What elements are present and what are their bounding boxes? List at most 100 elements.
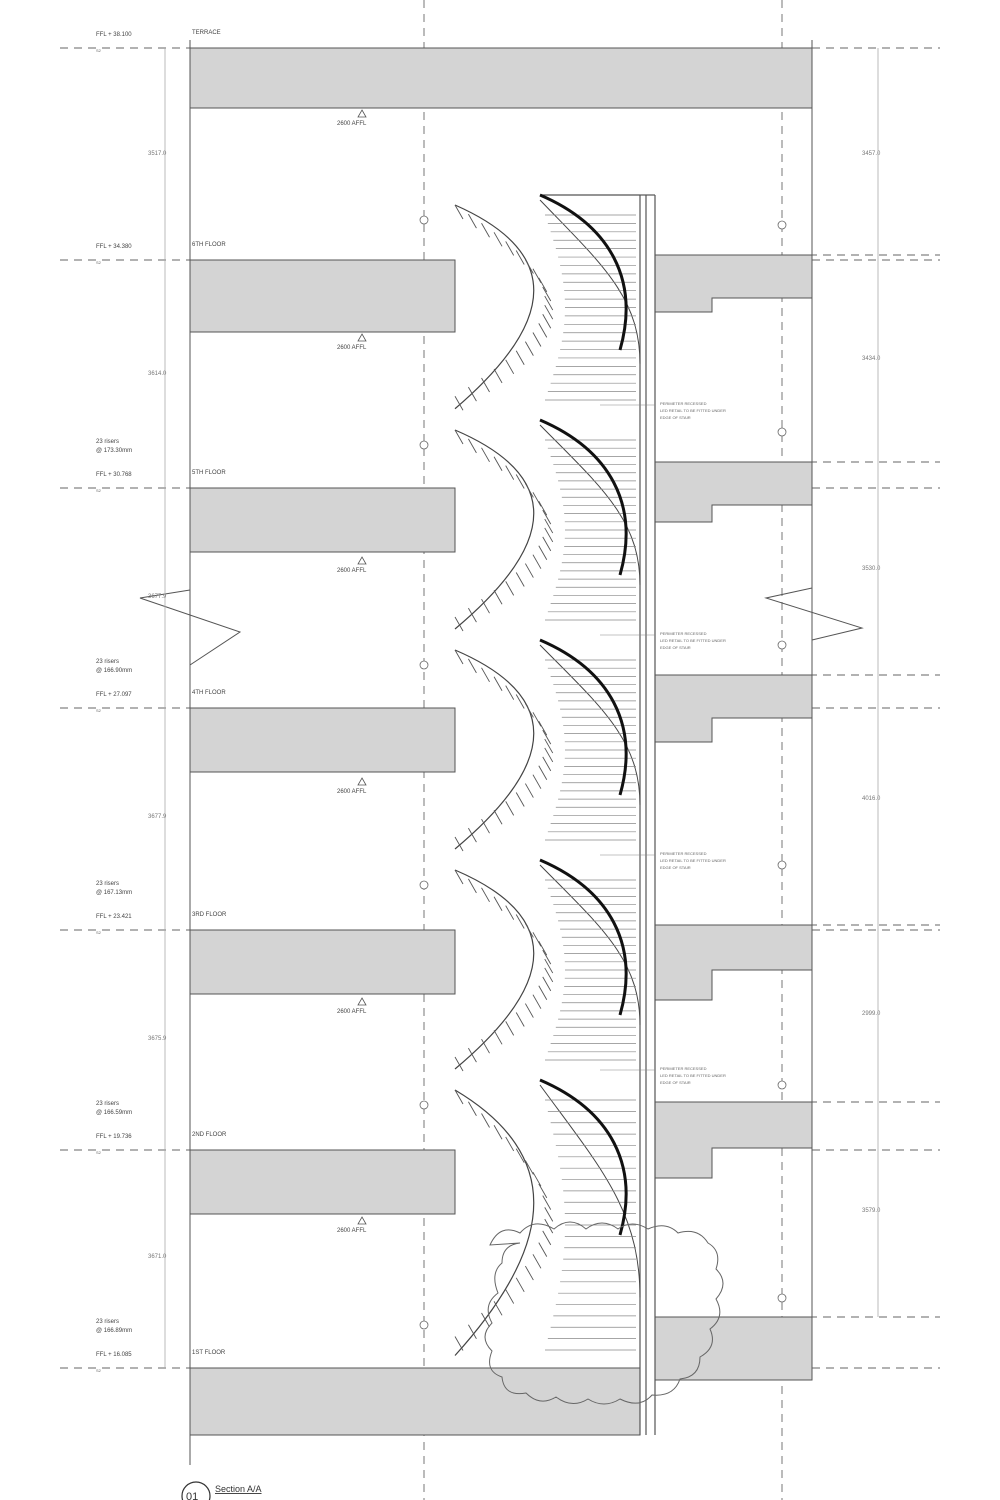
grid-bubble — [777, 1293, 787, 1303]
baluster — [481, 1312, 490, 1328]
baluster — [481, 667, 490, 683]
grid-bubble — [777, 427, 787, 437]
baluster — [481, 818, 490, 834]
baluster — [454, 429, 464, 445]
baluster — [505, 241, 515, 256]
baluster — [538, 501, 548, 516]
baluster — [524, 1003, 534, 1018]
core-slab — [654, 924, 813, 1001]
core-slab — [654, 1101, 813, 1179]
outer-stringer — [454, 869, 535, 1070]
baluster — [532, 994, 542, 1009]
baluster — [538, 545, 548, 560]
baluster — [468, 607, 477, 623]
baluster — [538, 985, 548, 1000]
baluster — [524, 1265, 534, 1281]
baluster — [481, 222, 490, 238]
dimension-right: 3579.0 — [862, 1208, 881, 1214]
baluster — [505, 1021, 515, 1036]
baluster — [515, 1012, 525, 1027]
ceiling-tag: 2600 AFFL — [337, 1009, 367, 1015]
ceiling-tag: 2600 AFFL — [337, 1228, 367, 1234]
ceiling-tag: 2600 AFFL — [337, 121, 367, 127]
level-name: 5TH FLOOR — [192, 470, 226, 476]
baluster — [468, 438, 477, 454]
baluster — [544, 527, 554, 543]
baluster — [493, 810, 503, 825]
baluster — [454, 616, 464, 632]
baluster — [532, 492, 542, 507]
baluster — [538, 765, 548, 780]
floor-slab — [189, 929, 456, 995]
baluster — [468, 1101, 477, 1116]
level-sub: S2 — [96, 930, 102, 935]
dimension-left: 3675.9 — [148, 1036, 167, 1042]
ceiling-tag-marker — [357, 556, 367, 565]
stair-core — [540, 194, 656, 1435]
baluster — [542, 1195, 552, 1210]
section-title: 01 Section A/A — [181, 1481, 262, 1500]
level-sub: S2 — [96, 48, 102, 53]
level-ffl: FFL + 34.380 — [96, 244, 132, 250]
inner-stringer — [539, 424, 641, 586]
baluster — [532, 1254, 542, 1269]
dimension-left: 3677.9 — [148, 594, 167, 600]
dimension-left: 3614.0 — [148, 371, 167, 377]
baluster — [544, 295, 554, 311]
baluster — [454, 649, 464, 665]
ceiling-tag-marker — [357, 1216, 367, 1225]
dimension-left: 3677.9 — [148, 814, 167, 820]
baluster — [481, 447, 490, 463]
baluster — [532, 268, 542, 283]
riser-height: @ 166.59mm — [96, 1110, 132, 1116]
level-ffl: FFL + 19.736 — [96, 1134, 132, 1140]
baluster — [538, 1183, 548, 1199]
helical-stair — [454, 193, 641, 1356]
stair-flight — [454, 1078, 641, 1356]
baluster — [515, 474, 525, 489]
baluster — [468, 658, 477, 674]
floor-slab — [189, 707, 456, 773]
baluster — [468, 1047, 477, 1063]
baluster — [538, 721, 548, 736]
riser-height: @ 167.13mm — [96, 890, 132, 896]
baluster — [468, 1324, 477, 1339]
ceiling-tag: 2600 AFFL — [337, 568, 367, 574]
floor-slabs — [189, 47, 813, 1436]
baluster — [524, 341, 534, 356]
note-text: EDGE OF STAIR — [660, 645, 691, 650]
baluster — [544, 738, 554, 754]
outer-stringer — [454, 204, 535, 410]
stair-flight — [454, 418, 641, 632]
baluster — [505, 801, 515, 816]
baluster — [454, 1089, 464, 1105]
baluster — [542, 509, 552, 525]
baluster — [493, 1030, 503, 1045]
baluster — [544, 1207, 554, 1222]
level-sub: S2 — [96, 488, 102, 493]
stair-flight — [454, 858, 641, 1072]
note-text: EDGE OF STAIR — [660, 1080, 691, 1085]
baluster — [493, 896, 503, 911]
baluster — [538, 277, 548, 293]
level-sub: S2 — [96, 1150, 102, 1155]
note-text: PERIMETER RECESSED — [660, 631, 707, 636]
ceiling-tag-marker — [357, 109, 367, 118]
ceiling-tag-marker — [357, 777, 367, 786]
baluster — [481, 1038, 490, 1054]
baluster — [538, 1242, 548, 1257]
baluster — [532, 1171, 542, 1187]
baluster — [544, 967, 554, 983]
riser-count: 23 risers — [96, 881, 119, 887]
dimension-left: 3671.0 — [148, 1254, 167, 1260]
baluster — [481, 887, 490, 903]
level-name: TERRACE — [192, 30, 221, 36]
baluster — [544, 958, 554, 974]
baluster — [493, 1301, 503, 1316]
grid-bubble — [419, 660, 429, 670]
note-text: EDGE OF STAIR — [660, 865, 691, 870]
level-name: 6TH FLOOR — [192, 242, 226, 248]
section-label: Section A/A — [215, 1484, 262, 1494]
handrail-arc — [539, 1078, 628, 1236]
